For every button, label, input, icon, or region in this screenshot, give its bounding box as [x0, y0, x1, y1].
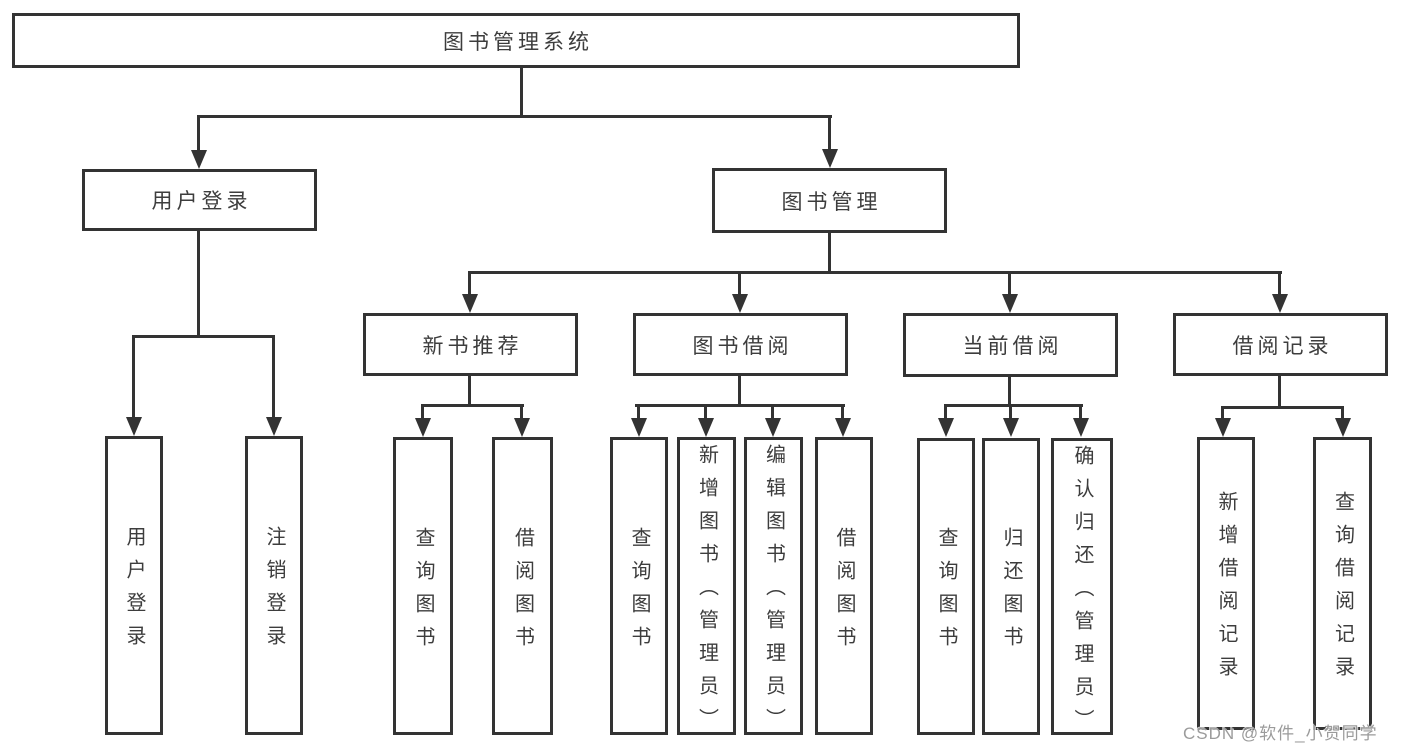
connector-line	[771, 404, 774, 420]
connector-line	[468, 376, 471, 406]
leaf-confirm-return-admin: 确认归还（管理员）	[1051, 438, 1113, 742]
leaf-return-books: 归还图书	[982, 438, 1040, 735]
arrowhead-down-icon	[765, 418, 781, 437]
arrowhead-down-icon	[191, 150, 207, 169]
node-new-book-recommend-label: 新书推荐	[422, 334, 523, 358]
leaf-logout: 注销登录	[245, 436, 303, 735]
node-book-borrowing-label: 图书借阅	[692, 334, 793, 358]
leaf-query-books-recommend-label: 查询图书	[412, 526, 434, 659]
arrowhead-down-icon	[126, 417, 142, 436]
node-book-management-label: 图书管理	[781, 190, 882, 214]
leaf-borrow-books: 借阅图书	[815, 437, 873, 735]
connector-line	[944, 404, 947, 420]
node-user-login-label: 用户登录	[151, 190, 252, 213]
connector-line	[132, 335, 135, 419]
arrowhead-down-icon	[822, 149, 838, 168]
leaf-edit-books-admin-label: 编辑图书（管理员）	[762, 444, 785, 741]
node-book-borrowing: 图书借阅	[633, 313, 848, 376]
leaf-borrow-books-label: 借阅图书	[833, 526, 855, 659]
connector-line	[132, 335, 275, 338]
connector-line	[197, 231, 200, 337]
leaf-query-books-borrowing-label: 查询图书	[628, 526, 650, 659]
leaf-add-borrow-record-label: 新增借阅记录	[1215, 491, 1237, 689]
connector-line	[520, 404, 523, 420]
connector-line	[704, 404, 707, 420]
arrowhead-down-icon	[631, 418, 647, 437]
connector-line	[944, 404, 1083, 407]
connector-line	[828, 115, 831, 151]
connector-line	[841, 404, 844, 420]
connector-line	[1221, 406, 1224, 419]
leaf-edit-books-admin: 编辑图书（管理员）	[744, 437, 803, 741]
node-user-login: 用户登录	[82, 169, 317, 231]
arrowhead-down-icon	[938, 418, 954, 437]
arrowhead-down-icon	[835, 418, 851, 437]
leaf-return-books-label: 归还图书	[1000, 527, 1022, 659]
connector-line	[1008, 271, 1011, 296]
connector-line	[421, 404, 524, 407]
node-book-management: 图书管理	[712, 168, 947, 233]
node-library-system: 图书管理系统	[12, 13, 1020, 68]
connector-line	[738, 376, 741, 406]
leaf-query-books-borrowing: 查询图书	[610, 437, 668, 735]
connector-line	[468, 271, 471, 296]
connector-line	[1341, 406, 1344, 419]
node-current-borrowing-label: 当前借阅	[962, 335, 1063, 358]
connector-line	[520, 68, 523, 118]
connector-line	[421, 404, 424, 420]
leaf-query-books-current-label: 查询图书	[935, 527, 957, 659]
node-new-book-recommend: 新书推荐	[363, 313, 578, 376]
connector-line	[469, 271, 1282, 274]
arrowhead-down-icon	[1335, 418, 1351, 437]
arrowhead-down-icon	[698, 418, 714, 437]
connector-line	[1278, 376, 1281, 408]
node-current-borrowing: 当前借阅	[903, 313, 1118, 377]
leaf-confirm-return-admin-label: 确认归还（管理员）	[1071, 444, 1093, 742]
connector-line	[1221, 406, 1344, 409]
connector-line	[637, 404, 640, 420]
connector-line	[738, 271, 741, 296]
node-borrow-records-label: 借阅记录	[1232, 334, 1333, 358]
csdn-watermark: CSDN @软件_小贺同学	[1183, 724, 1378, 743]
arrowhead-down-icon	[1003, 418, 1019, 437]
connector-line	[1278, 271, 1281, 296]
arrowhead-down-icon	[732, 294, 748, 313]
leaf-query-books-current: 查询图书	[917, 438, 975, 735]
leaf-query-borrow-record: 查询借阅记录	[1313, 437, 1372, 730]
arrowhead-down-icon	[462, 294, 478, 313]
leaf-user-login-label: 用户登录	[123, 526, 145, 658]
connector-line	[197, 115, 200, 152]
leaf-add-books-admin: 新增图书（管理员）	[677, 437, 736, 741]
connector-line	[1008, 377, 1011, 406]
arrowhead-down-icon	[1073, 418, 1089, 437]
connector-line	[1009, 404, 1012, 420]
leaf-user-login: 用户登录	[105, 436, 163, 735]
leaf-borrow-books-recommend: 借阅图书	[492, 437, 553, 735]
connector-line	[272, 335, 275, 419]
node-library-system-label: 图书管理系统	[443, 30, 593, 54]
leaf-borrow-books-recommend-label: 借阅图书	[511, 526, 534, 659]
connector-line	[197, 115, 832, 118]
connector-line	[1079, 404, 1082, 420]
leaf-query-books-recommend: 查询图书	[393, 437, 453, 735]
node-borrow-records: 借阅记录	[1173, 313, 1388, 376]
arrowhead-down-icon	[266, 417, 282, 436]
leaf-add-books-admin-label: 新增图书（管理员）	[695, 444, 718, 741]
leaf-logout-label: 注销登录	[263, 526, 285, 658]
arrowhead-down-icon	[1272, 294, 1288, 313]
arrowhead-down-icon	[415, 418, 431, 437]
connector-line	[828, 233, 831, 273]
arrowhead-down-icon	[1002, 294, 1018, 313]
connector-line	[635, 404, 845, 407]
arrowhead-down-icon	[514, 418, 530, 437]
leaf-query-borrow-record-label: 查询借阅记录	[1331, 491, 1354, 689]
leaf-add-borrow-record: 新增借阅记录	[1197, 437, 1255, 730]
arrowhead-down-icon	[1215, 418, 1231, 437]
